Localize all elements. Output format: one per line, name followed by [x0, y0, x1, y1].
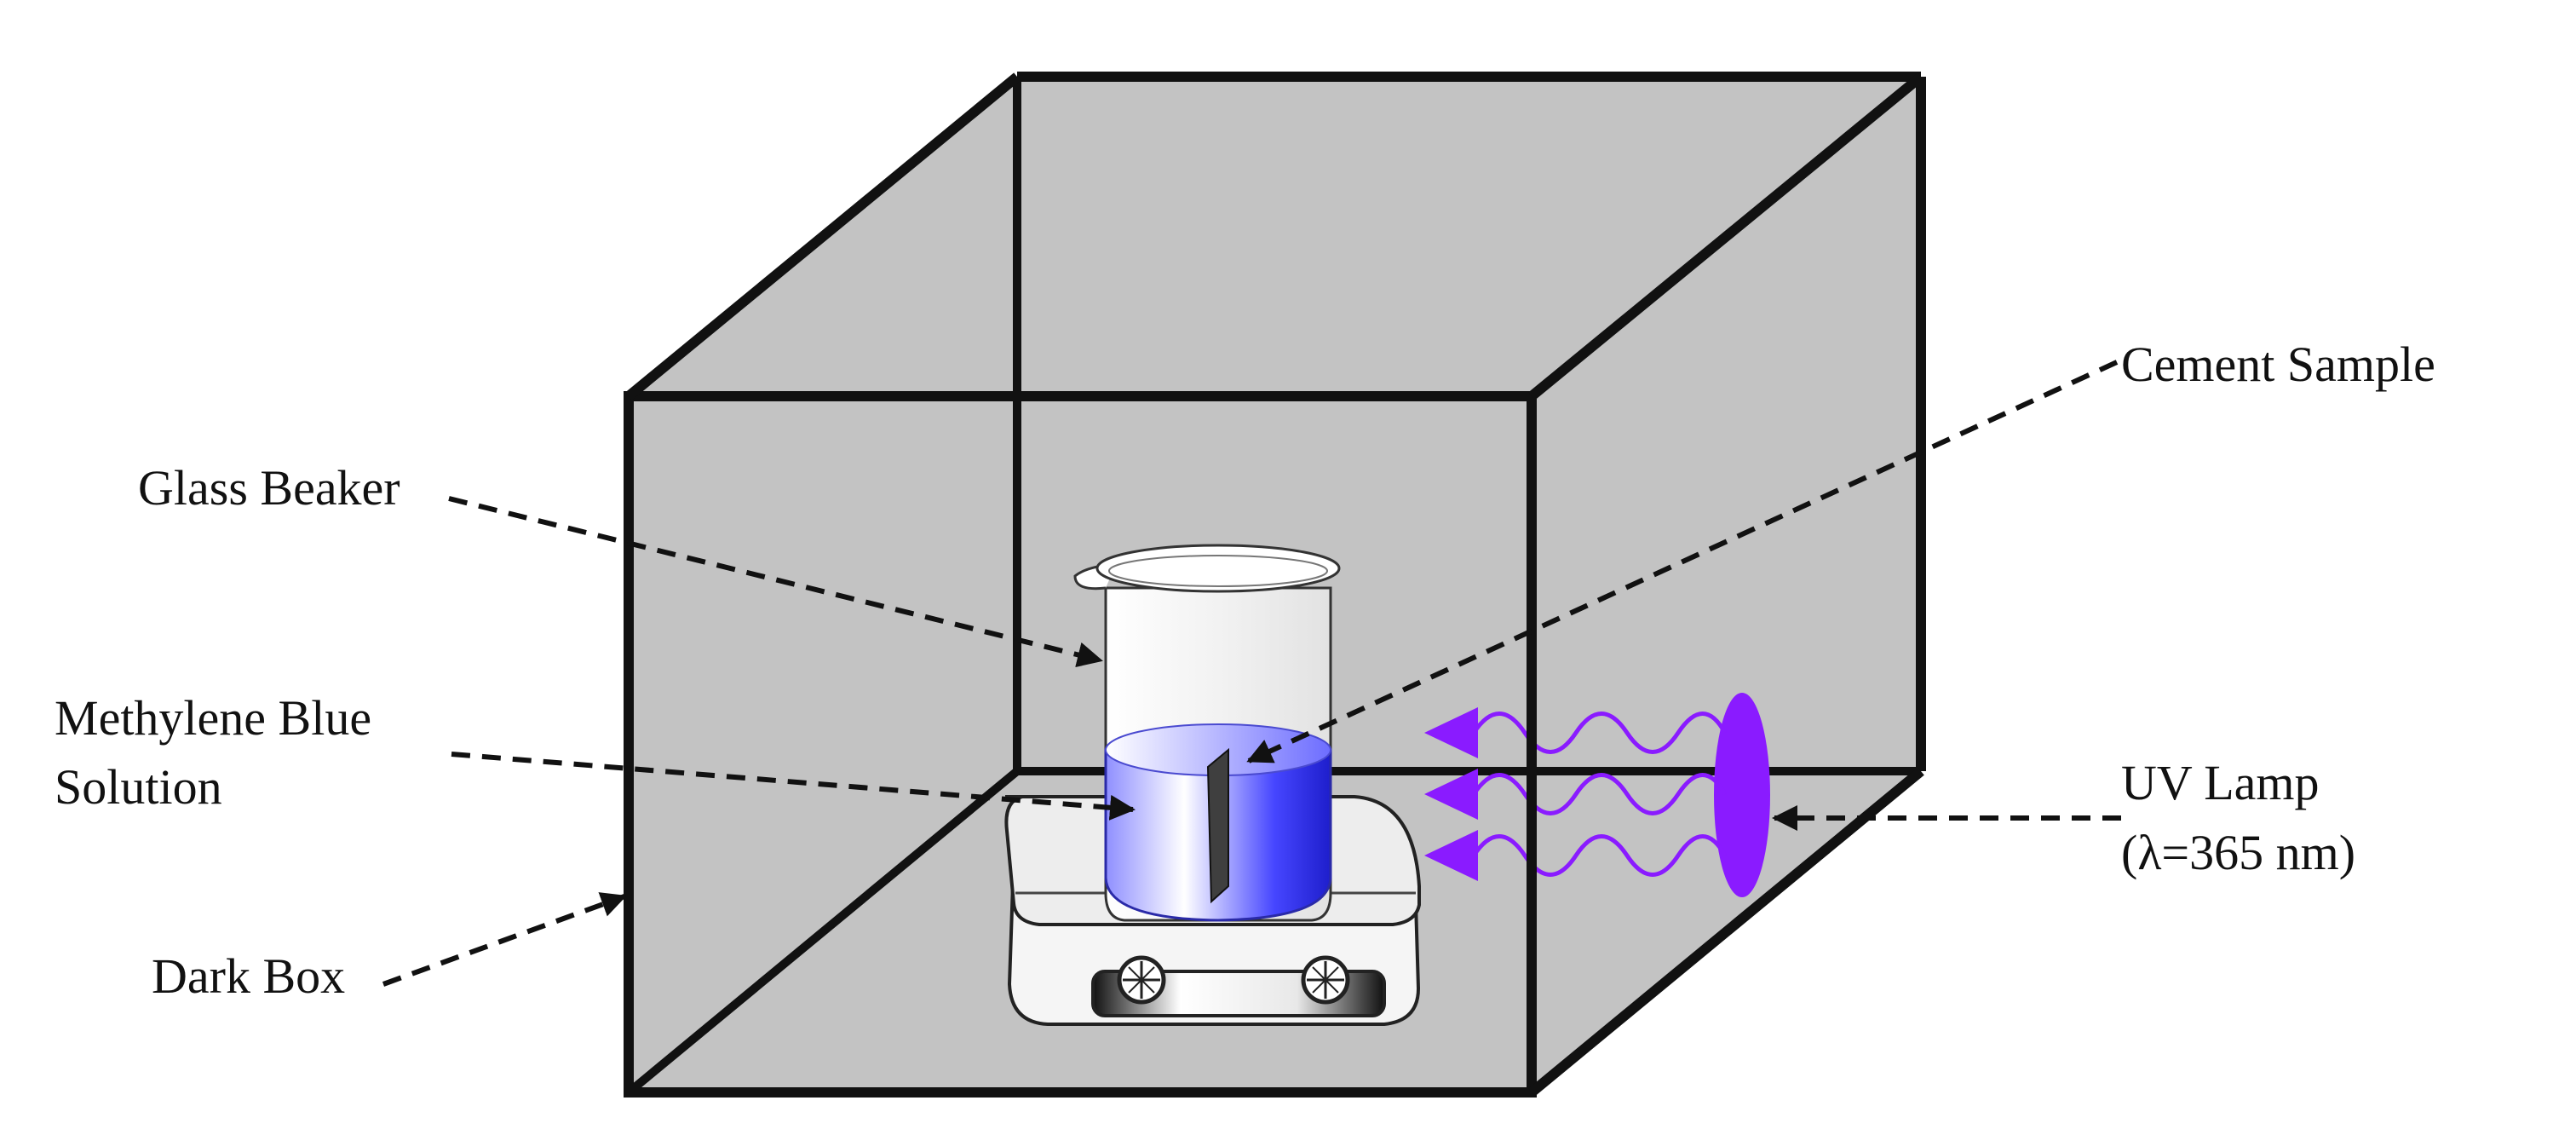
methylene-blue-leader — [451, 752, 1136, 821]
uv-waves — [1471, 712, 1728, 877]
dark-box-visible-edges — [624, 72, 1926, 1098]
uv-lamp-assembly — [1424, 693, 1770, 897]
dark-box-leader — [382, 892, 627, 987]
cement-sample-label: Cement Sample — [2121, 337, 2435, 392]
uv-lamp-label-line2: (λ=365 nm) — [2121, 825, 2355, 880]
leader-lines — [382, 360, 2121, 987]
glass-beaker-leader — [448, 496, 1103, 668]
uv-arrow-icon — [1424, 830, 1478, 881]
uv-arrow-icon — [1424, 707, 1478, 758]
glass-beaker — [1073, 544, 1341, 922]
beaker-rim-inner — [1108, 555, 1328, 587]
knob-right-icon — [1301, 955, 1350, 1005]
uv-arrow-icon — [1424, 769, 1478, 820]
knob-left-icon — [1117, 955, 1166, 1005]
uv-arrowheads — [1424, 707, 1478, 881]
glass-beaker-label: Glass Beaker — [138, 460, 400, 516]
uv-lamp-label-line1: UV Lamp — [2121, 755, 2320, 810]
uv-lamp-icon — [1714, 693, 1770, 897]
cement-sample-leader — [1246, 360, 2119, 763]
cement-sample — [1206, 747, 1229, 904]
dark-box-label: Dark Box — [152, 948, 345, 1004]
beaker-rim — [1095, 544, 1341, 593]
methylene-blue-label-line1: Methylene Blue — [55, 690, 371, 746]
methylene-blue-label-line2: Solution — [55, 759, 222, 815]
